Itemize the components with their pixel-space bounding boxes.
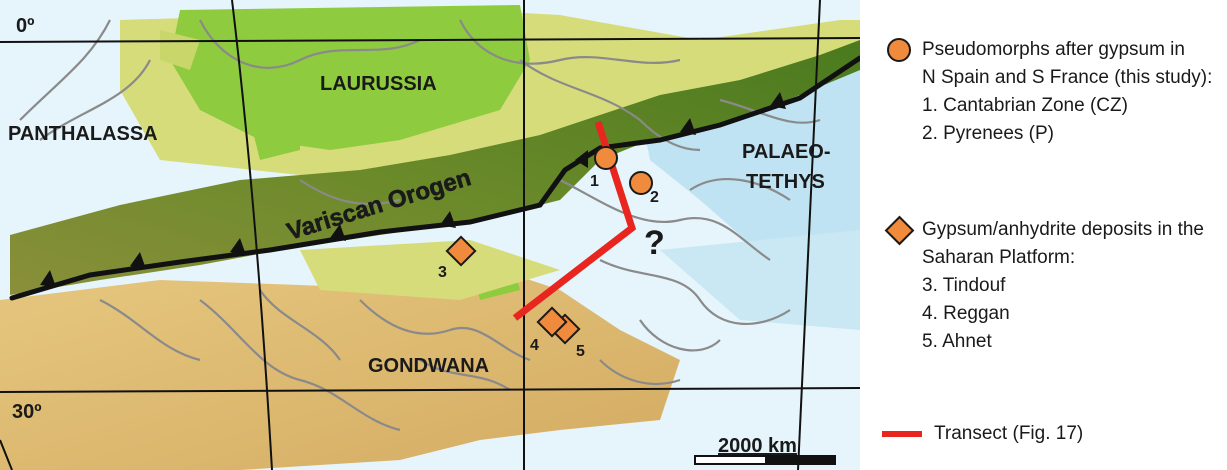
east-blue-patch bbox=[660, 230, 860, 330]
site-2-marker bbox=[629, 171, 653, 195]
thrust-teeth bbox=[40, 92, 786, 287]
graticule bbox=[0, 0, 860, 470]
legend-circle-title-2: N Spain and S France (this study): bbox=[922, 67, 1213, 88]
legend: Pseudomorphs after gypsum in N Spain and… bbox=[860, 0, 1227, 470]
diamond-icon bbox=[882, 215, 916, 245]
legend-item-4: 4. Reggan bbox=[922, 303, 1010, 324]
label-palaeo-1: PALAEO- bbox=[742, 141, 831, 163]
variscan-orogen-belt bbox=[10, 40, 860, 295]
label-lat-0: 0º bbox=[16, 15, 34, 37]
legend-diamond-group: Gypsum/anhydrite deposits in the Saharan… bbox=[882, 215, 1204, 356]
gondwana-land bbox=[0, 270, 680, 470]
label-panthalassa: PANTHALASSA bbox=[8, 123, 158, 145]
label-gondwana: GONDWANA bbox=[368, 355, 489, 377]
legend-item-3: 3. Tindouf bbox=[922, 275, 1006, 296]
thrust-front-lines bbox=[9, 55, 860, 301]
legend-transect-label: Transect (Fig. 17) bbox=[934, 423, 1084, 444]
scale-bar bbox=[694, 455, 836, 465]
label-question-mark: ? bbox=[644, 224, 665, 262]
legend-circle-title-1: Pseudomorphs after gypsum in bbox=[922, 39, 1185, 60]
legend-item-1: 1. Cantabrian Zone (CZ) bbox=[922, 95, 1128, 116]
site-2-label: 2 bbox=[650, 189, 659, 206]
laurussia-west-blob bbox=[160, 30, 200, 70]
site-4-label: 4 bbox=[530, 337, 539, 354]
legend-item-5: 5. Ahnet bbox=[922, 331, 992, 352]
palaeogeographic-map: LAURUSSIA PANTHALASSA PALAEO- TETHYS GON… bbox=[0, 0, 860, 470]
legend-item-2: 2. Pyrenees (P) bbox=[922, 123, 1054, 144]
label-scale: 2000 km bbox=[718, 435, 797, 457]
terrane-outlines bbox=[19, 19, 821, 432]
transect-line-icon bbox=[882, 431, 922, 437]
site-1-marker bbox=[594, 146, 618, 170]
legend-diamond-title-1: Gypsum/anhydrite deposits in the bbox=[922, 219, 1204, 240]
laurussia-small-blob bbox=[250, 110, 300, 160]
legend-circle-group: Pseudomorphs after gypsum in N Spain and… bbox=[882, 36, 1212, 148]
legend-diamond-title-2: Saharan Platform: bbox=[922, 247, 1076, 268]
label-laurussia: LAURUSSIA bbox=[320, 73, 437, 95]
site-1-label: 1 bbox=[590, 173, 599, 190]
label-palaeo-2: TETHYS bbox=[746, 171, 825, 193]
label-lat-30: 30º bbox=[12, 401, 42, 423]
site-4-marker bbox=[536, 306, 568, 338]
site-3-label: 3 bbox=[438, 264, 447, 281]
legend-transect: Transect (Fig. 17) bbox=[882, 420, 1083, 448]
site-5-label: 5 bbox=[576, 343, 585, 360]
site-3-marker bbox=[445, 235, 477, 267]
gondwana-yellow-shelf bbox=[300, 240, 560, 300]
circle-icon bbox=[882, 38, 916, 62]
